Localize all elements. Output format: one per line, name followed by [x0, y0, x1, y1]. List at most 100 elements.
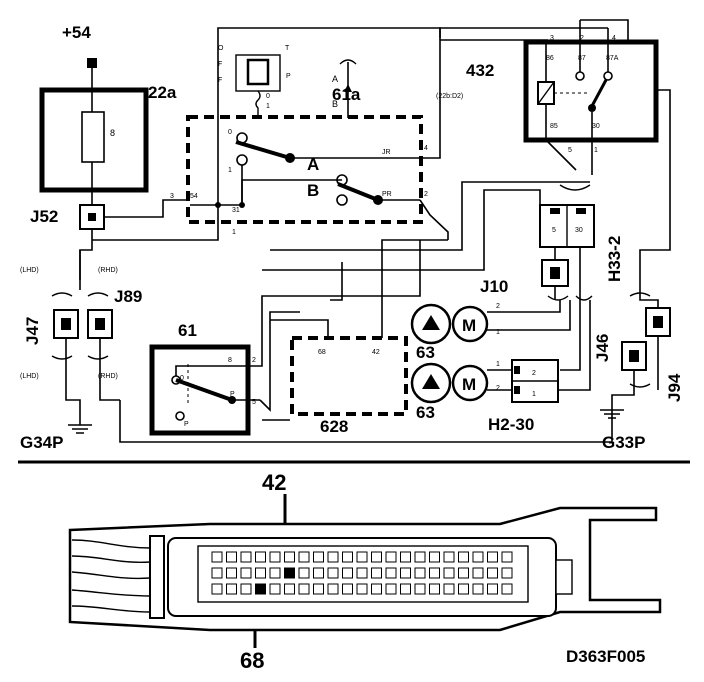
motor-lower-pin-1: 1 [496, 361, 500, 368]
selector-p: P [286, 73, 291, 80]
connector-pin [284, 551, 295, 563]
contact-1-label: 1 [228, 167, 232, 174]
motor-lower [451, 364, 489, 402]
j46-feed [639, 290, 659, 308]
relay-top-wire [580, 19, 629, 40]
power-terminal [87, 58, 97, 68]
h2-tab-a [514, 366, 520, 374]
connector-pin [269, 583, 281, 595]
ecu-housing [290, 336, 408, 416]
j89-label: J89 [114, 287, 142, 306]
connector-pin [226, 551, 237, 563]
relay-label: 432 [466, 61, 494, 80]
j52-wire [104, 199, 190, 218]
pump-lower-arrow [422, 374, 440, 389]
switch-61a-housing [186, 115, 423, 224]
connector-pin [356, 583, 368, 595]
relay-pin-1: 1 [594, 147, 598, 154]
connector-pin [255, 551, 266, 563]
j94-bracket [629, 383, 651, 388]
motor-upper-label: M [462, 316, 476, 335]
connector-pin [327, 583, 339, 595]
lhd-label-1: (LHD) [20, 267, 39, 274]
motor-upper-pin-2: 2 [496, 303, 500, 310]
h33-lower-pin [550, 267, 560, 279]
j47-ground-wire [65, 338, 81, 425]
connector-pin [371, 551, 382, 563]
h33-lower-bracket-2 [575, 295, 593, 301]
selector-f2: F [218, 77, 222, 84]
switch-61a-label: 61a [332, 85, 361, 104]
terminal-pr: PR [382, 191, 392, 198]
motor-upper-pin-1: 1 [496, 329, 500, 336]
connector-latch [555, 559, 573, 595]
connector-pin [327, 551, 339, 563]
connector-pin [443, 551, 455, 563]
fuse [81, 111, 105, 163]
selector-link [255, 90, 261, 118]
connector-pin [385, 567, 397, 579]
g33p-label: G33P [602, 433, 645, 452]
connector-pin [356, 551, 368, 563]
relay-86: 86 [546, 55, 554, 62]
j47-pin [61, 318, 71, 330]
relay-pivot [588, 104, 596, 112]
ecu-pin-68-label: 68 [318, 349, 326, 356]
selector-knob [246, 58, 270, 86]
ecu-label: 628 [320, 417, 348, 436]
connector-pin [255, 567, 266, 579]
motor-upper-wire-2 [487, 300, 561, 313]
pc-to-h33-wire [262, 189, 541, 271]
pc-to-relay-wire [270, 181, 590, 251]
contact-0-label: 0 [228, 129, 232, 136]
pump-upper-label: 63 [416, 343, 435, 362]
fuse-label: 8 [110, 128, 115, 138]
relay-contact-87a [603, 71, 613, 81]
ground-bus [119, 400, 613, 443]
relay-85-wire [545, 104, 577, 171]
connector-pin [501, 551, 513, 563]
relay-87a-feed [439, 27, 608, 40]
pump-lower-label: 63 [416, 403, 435, 422]
j94-label: J94 [665, 373, 684, 402]
h33-lower-bracket [547, 295, 569, 301]
pc-pin-2: 2 [252, 357, 256, 364]
connector-pin [284, 567, 295, 579]
pc-wire-5-up [259, 311, 300, 412]
j47-label: J47 [23, 317, 42, 345]
connector-pin [342, 583, 353, 595]
pump-control-housing [149, 344, 251, 436]
contact-1 [236, 154, 248, 166]
connector-pin [327, 567, 339, 579]
switch-arm-a [235, 140, 291, 160]
terminal-jr: JR [382, 149, 391, 156]
selector-1: 1 [266, 103, 270, 110]
j47-bracket-top [51, 292, 73, 297]
connector-pin [414, 567, 426, 579]
j89-ground-wire [99, 338, 120, 401]
connector-pin [472, 551, 484, 563]
connector-pin [458, 551, 469, 563]
ground-g33p-symbol [600, 409, 624, 419]
relay-30: 30 [592, 123, 600, 130]
relay-pin-4: 4 [612, 35, 616, 42]
j46-pin-left [629, 350, 639, 362]
pump-control-label: 61 [178, 321, 197, 340]
switch-arm-b [337, 182, 379, 202]
h2-pin-2: 2 [532, 370, 536, 377]
connector-pin [400, 583, 411, 595]
connector-pin [298, 567, 310, 579]
relay-coil-diag [537, 81, 555, 105]
ecu-42-wire [381, 239, 448, 338]
h2-wire [558, 300, 591, 391]
pc-contact-p-circle [175, 411, 185, 421]
connector-pin [240, 583, 252, 595]
j89-pin [95, 318, 105, 330]
pc-contact-0: 0 [180, 375, 184, 382]
relay-87: 87 [578, 55, 586, 62]
power-label: +54 [62, 23, 91, 42]
connector-pin [429, 583, 440, 595]
wire-to-j89 [92, 205, 219, 241]
connector-pin [458, 567, 469, 579]
pin-42-callout: 42 [262, 470, 286, 495]
